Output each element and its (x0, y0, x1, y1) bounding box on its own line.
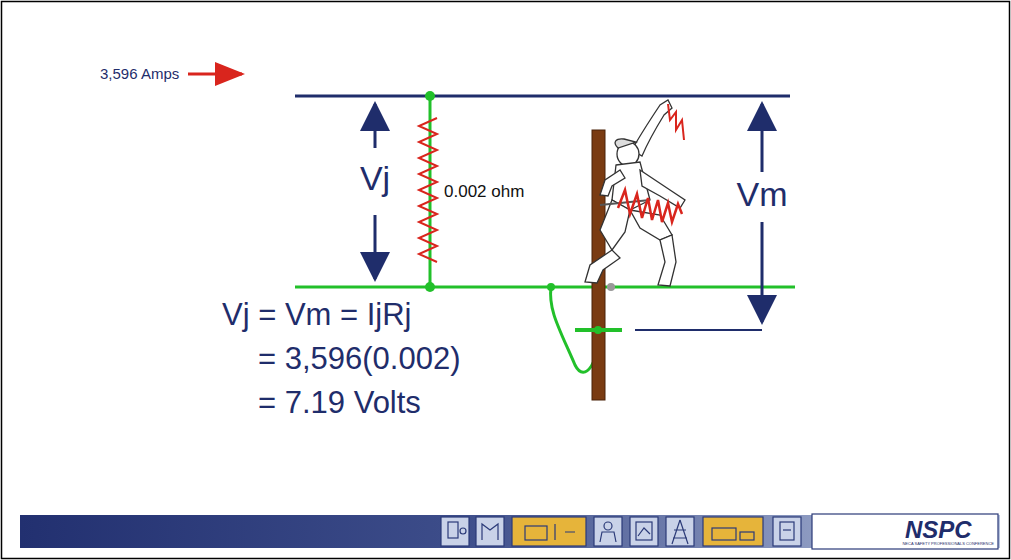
grounded-conductor (295, 286, 795, 289)
voltage-arrow (374, 104, 377, 148)
reference-line (635, 329, 762, 331)
equation-line: = 7.19 Volts (258, 386, 421, 420)
voltage-label: Vm (735, 176, 790, 213)
resistor-symbol (419, 118, 437, 262)
current-arrow (188, 73, 242, 76)
equation-line: Vj = Vm = IjRj (222, 298, 412, 332)
footer-icons (441, 514, 998, 549)
voltage-label: Vj (358, 160, 392, 197)
logo-subtitle: NECA SAFETY PROFESSIONALS CONFERENCE (902, 542, 994, 546)
connection-dot (607, 283, 615, 291)
connection-dot (547, 283, 555, 291)
current-label: 3,596 Amps (100, 66, 179, 83)
voltage-arrow (761, 222, 764, 322)
connection-dot (425, 91, 435, 101)
body-current-path (618, 190, 682, 222)
voltage-arrow (761, 104, 764, 172)
icon-glyphs (448, 520, 794, 544)
resistance-label: 0.002 ohm (444, 183, 524, 202)
phase-conductor (295, 95, 790, 98)
connection-dot (425, 282, 435, 292)
lineworker-figure (585, 100, 685, 286)
logo-text: NSPC (905, 517, 972, 543)
voltage-arrow (374, 215, 377, 279)
equation-line: = 3,596(0.002) (258, 342, 461, 376)
connection-dot (594, 326, 602, 334)
body-current-path (668, 104, 684, 140)
footer-band (20, 515, 1000, 548)
